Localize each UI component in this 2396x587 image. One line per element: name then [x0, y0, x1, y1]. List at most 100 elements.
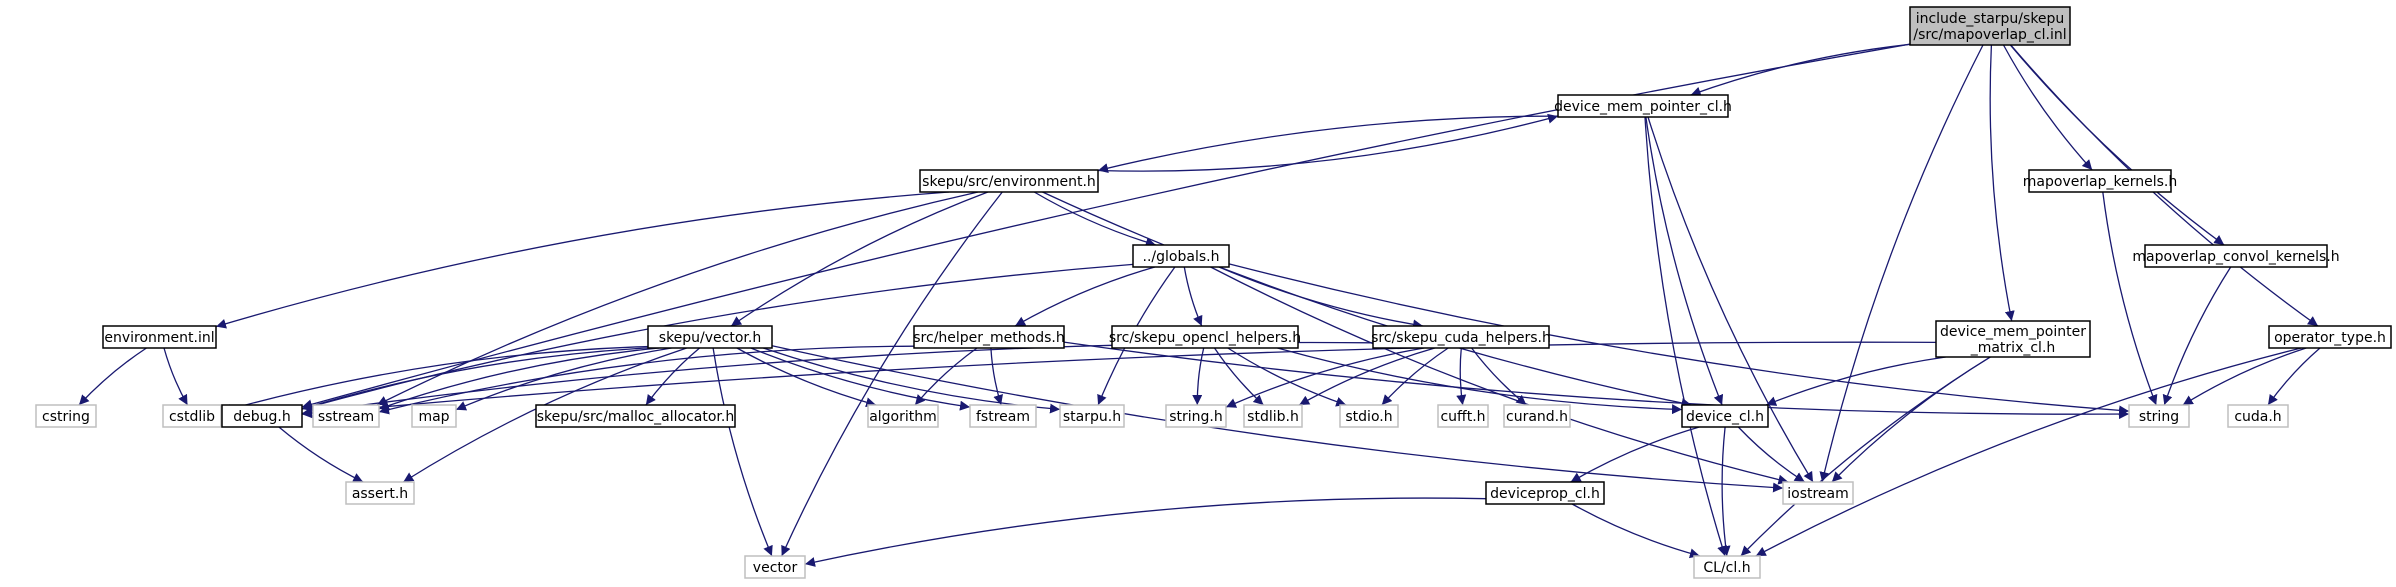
edge-glob-to-ocl	[1183, 266, 1203, 327]
edge-cuda-to-stdio	[1381, 347, 1449, 406]
node-box	[1909, 6, 2071, 46]
node-cufft[interactable]: cufft.h	[1437, 404, 1489, 428]
node-box	[867, 404, 939, 428]
node-cuda[interactable]: src/skepu_cuda_helpers.h	[1371, 325, 1551, 349]
node-label: stdio.h	[1345, 409, 1392, 425]
node-box	[2028, 169, 2172, 193]
node-box	[1372, 325, 1550, 349]
node-label: _matrix_cl.h	[1970, 340, 2056, 356]
node-glob[interactable]: ../globals.h	[1132, 244, 1230, 268]
node-label: skepu/vector.h	[659, 330, 761, 346]
edge-root-to-dmpm	[1989, 44, 2015, 322]
node-devcl[interactable]: device_cl.h	[1681, 404, 1769, 428]
node-box	[1132, 244, 1230, 268]
node-cstring[interactable]: cstring	[35, 404, 97, 428]
node-box	[535, 404, 736, 428]
edge-root-to-mck	[2009, 44, 2225, 246]
edge-env-to-envinl	[215, 191, 950, 329]
edge-env-to-devcl	[1042, 191, 1692, 408]
node-label: operator_type.h	[2274, 330, 2386, 346]
node-ocl[interactable]: src/skepu_opencl_helpers.h	[1109, 325, 1301, 349]
edge-vec-to-algo	[736, 347, 877, 408]
edge-devcl-to-clh	[1720, 426, 1731, 557]
node-stdlib[interactable]: stdlib.h	[1243, 404, 1303, 428]
node-assert[interactable]: assert.h	[345, 481, 415, 505]
node-label: cstring	[42, 409, 90, 425]
node-vector[interactable]: vector	[744, 555, 806, 579]
node-label: algorithm	[869, 409, 937, 425]
edge-op-to-string	[2182, 347, 2307, 406]
node-box	[1503, 404, 1571, 428]
node-box	[1111, 325, 1299, 349]
node-dmpm[interactable]: device_mem_pointer_matrix_cl.h	[1935, 320, 2091, 358]
node-algo[interactable]: algorithm	[867, 404, 939, 428]
node-label: cufft.h	[1440, 409, 1485, 425]
node-fstream[interactable]: fstream	[969, 404, 1037, 428]
edge-ocl-to-devcl	[1277, 347, 1683, 415]
node-devprop[interactable]: deviceprop_cl.h	[1485, 481, 1605, 505]
edge-vec-to-debug	[301, 347, 649, 411]
edge-glob-to-iostream	[1210, 266, 1789, 485]
edge-ocl-to-stdlib	[1213, 347, 1264, 406]
node-clh[interactable]: CL/cl.h	[1693, 555, 1761, 579]
node-stdio[interactable]: stdio.h	[1339, 404, 1399, 428]
node-box	[221, 404, 303, 428]
node-label: cuda.h	[2234, 409, 2281, 425]
node-box	[1165, 404, 1227, 428]
node-dmp[interactable]: device_mem_pointer_cl.h	[1554, 94, 1732, 118]
edge-env-to-vec	[730, 191, 989, 327]
node-label: string	[2139, 409, 2179, 425]
node-label: deviceprop_cl.h	[1490, 486, 1600, 502]
node-box	[1557, 94, 1729, 118]
edge-devprop-to-vector	[804, 497, 1487, 567]
edge-env-to-glob	[1033, 191, 1156, 247]
node-mck[interactable]: mapoverlap_convol_kernels.h	[2132, 244, 2340, 268]
node-box	[162, 404, 222, 428]
edge-glob-to-cuda	[1218, 266, 1424, 330]
edge-dmpm-to-debug	[301, 341, 1937, 419]
edge-glob-to-string	[1228, 263, 2130, 416]
node-stringh[interactable]: string.h	[1165, 404, 1227, 428]
edge-help-to-string	[1063, 341, 2130, 420]
node-label: iostream	[1787, 486, 1849, 502]
edge-dmp-to-devcl	[1645, 116, 1724, 406]
edge-devprop-to-clh	[1571, 503, 1701, 559]
node-box	[1059, 404, 1125, 428]
node-malloc[interactable]: skepu/src/malloc_allocator.h	[535, 404, 736, 428]
node-help[interactable]: src/helper_methods.h	[913, 325, 1065, 349]
edge-envinl-to-cstdlib	[163, 347, 189, 406]
node-envinl[interactable]: environment.inl	[102, 325, 217, 349]
node-vec[interactable]: skepu/vector.h	[647, 325, 773, 349]
node-box	[35, 404, 97, 428]
node-label: ../globals.h	[1143, 249, 1220, 265]
node-cstdlib[interactable]: cstdlib	[162, 404, 222, 428]
edge-vec-to-vector	[712, 347, 773, 557]
node-label: stdlib.h	[1247, 409, 1299, 425]
node-debug[interactable]: debug.h	[221, 404, 303, 428]
node-iostream[interactable]: iostream	[1782, 481, 1854, 505]
edge-devcl-to-devprop	[1570, 426, 1700, 483]
node-cudah[interactable]: cuda.h	[2227, 404, 2289, 428]
edge-glob-to-help	[1014, 266, 1156, 327]
node-op[interactable]: operator_type.h	[2268, 325, 2392, 349]
node-box	[744, 555, 806, 579]
node-curand[interactable]: curand.h	[1503, 404, 1571, 428]
node-box	[1693, 555, 1761, 579]
node-sstream[interactable]: sstream	[312, 404, 380, 428]
node-mk[interactable]: mapoverlap_kernels.h	[2023, 169, 2177, 193]
edge-devcl-to-iostream	[1737, 426, 1806, 483]
edge-ocl-to-stdio	[1227, 347, 1347, 407]
node-string[interactable]: string	[2128, 404, 2190, 428]
node-label: fstream	[976, 409, 1030, 425]
node-map[interactable]: map	[411, 404, 457, 428]
node-starpu[interactable]: starpu.h	[1059, 404, 1125, 428]
edge-vec-to-malloc	[645, 347, 701, 406]
node-env[interactable]: skepu/src/environment.h	[919, 169, 1099, 193]
edge-op-to-clh	[1755, 347, 2302, 557]
edge-mk-to-string	[2102, 191, 2158, 406]
edge-cuda-to-stdlib	[1298, 347, 1435, 406]
node-root[interactable]: include_starpu/skepu/src/mapoverlap_cl.i…	[1909, 6, 2071, 46]
node-label: src/skepu_opencl_helpers.h	[1109, 330, 1301, 346]
edge-root-to-debug	[301, 43, 1911, 410]
